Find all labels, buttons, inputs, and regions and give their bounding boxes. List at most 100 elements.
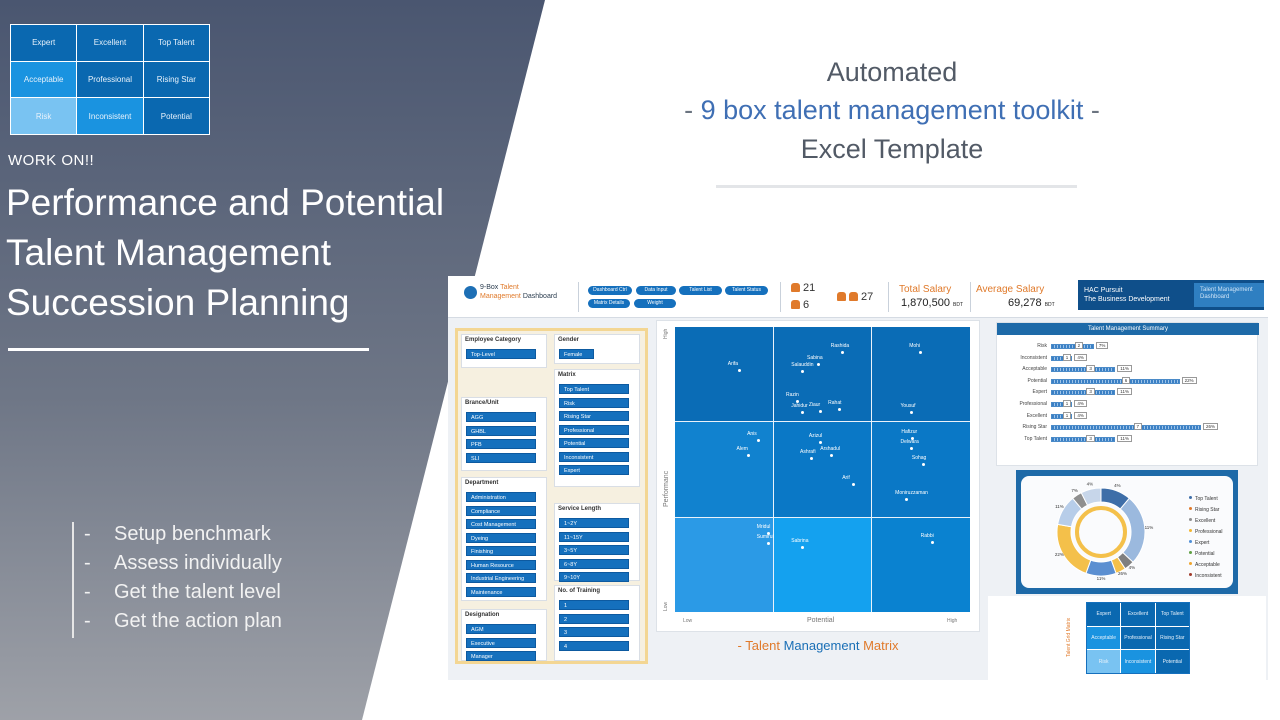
slicer-item[interactable]: Expert — [559, 465, 629, 475]
slicer-item[interactable]: Cost Management — [466, 519, 536, 529]
employee-label[interactable]: Moniruzzaman — [895, 490, 928, 497]
slicer-item[interactable]: 3 — [559, 627, 629, 637]
employee-label[interactable]: Delwara — [900, 439, 919, 446]
slicer-item[interactable]: Administration — [466, 492, 536, 502]
talent-status-button[interactable]: Talent Status — [725, 286, 768, 295]
legend-item: Professional — [1189, 527, 1223, 538]
employee-point[interactable] — [766, 532, 770, 536]
employee-point[interactable] — [921, 462, 925, 466]
slicer-item[interactable]: 4 — [559, 640, 629, 651]
donut-svg: 4%11%4%26%11%22%11%7%4% — [1055, 481, 1153, 581]
employee-point[interactable] — [810, 457, 814, 461]
slicer-item[interactable]: 9~10Y — [559, 572, 629, 582]
employee-point[interactable] — [930, 540, 934, 544]
employee-label[interactable]: Ashrafi — [800, 449, 816, 456]
employee-point[interactable] — [801, 369, 805, 373]
employee-point[interactable] — [818, 409, 822, 413]
slicer-item[interactable]: 1 — [559, 600, 629, 610]
slicer-item[interactable]: Executive — [466, 637, 536, 648]
dashboard-header: 9-Box Talent Management Dashboard Dashbo… — [448, 276, 1268, 318]
talent-list-button[interactable]: Talent List — [679, 286, 722, 295]
employee-label[interactable]: Arifa — [727, 360, 739, 367]
slicer-item[interactable]: AGG — [466, 412, 536, 422]
employee-label[interactable]: Hafizur — [901, 429, 918, 436]
slicer-item[interactable]: Rising Star — [559, 411, 629, 421]
employee-label[interactable]: Razin — [785, 392, 799, 399]
slicer-item[interactable]: PFB — [466, 439, 536, 449]
donut-inner-ring — [1075, 506, 1127, 558]
slicer-item[interactable]: Compliance — [466, 505, 536, 516]
summary-percent: 4% — [1074, 411, 1087, 419]
employee-point[interactable] — [852, 482, 856, 486]
employee-point[interactable] — [801, 411, 805, 415]
employee-point[interactable] — [737, 368, 741, 372]
employee-label[interactable]: Sumirul — [756, 533, 774, 540]
employee-label[interactable]: Salauddin — [791, 361, 814, 368]
data-input-button[interactable]: Data Input — [636, 286, 676, 295]
employee-label[interactable]: Yousuf — [900, 403, 916, 410]
slicer-item[interactable]: GHBL — [466, 425, 536, 436]
slicer-item[interactable]: 11~15Y — [559, 531, 629, 542]
employee-label[interactable]: Anis — [747, 430, 757, 437]
employee-point[interactable] — [801, 546, 805, 550]
slicer-item[interactable]: 1~2Y — [559, 518, 629, 528]
employee-point[interactable] — [840, 351, 844, 355]
total-salary-label: Total Salary — [899, 284, 952, 295]
grid-cell: Excellent — [1121, 603, 1155, 626]
employee-point[interactable] — [911, 437, 915, 441]
slicer-item[interactable]: 6~8Y — [559, 558, 629, 569]
employee-label[interactable]: Ziaur — [808, 401, 821, 408]
employee-label[interactable]: Arif — [842, 474, 850, 481]
donut-label: 4% — [1087, 481, 1094, 486]
employee-label[interactable]: Sabrina — [791, 538, 809, 545]
matrix-details-button[interactable]: Matrix Details — [588, 299, 630, 308]
employee-label[interactable]: Sohag — [911, 454, 927, 461]
employee-label[interactable]: Mohi — [909, 343, 921, 350]
employee-point[interactable] — [817, 363, 821, 366]
grid-cell: Potential — [143, 98, 209, 134]
slicer-item[interactable]: 3~5Y — [559, 545, 629, 555]
slicer-item[interactable]: Manager — [466, 651, 536, 661]
employee-point[interactable] — [910, 411, 914, 415]
summary-bar — [1051, 355, 1073, 361]
slicer-item[interactable]: Maintenance — [466, 586, 536, 597]
slicer-item[interactable]: Industrial Engineering — [466, 573, 536, 583]
employee-point[interactable] — [766, 541, 770, 545]
slicer-item[interactable]: Inconsistent — [559, 451, 629, 462]
slicer-item[interactable]: Potential — [559, 438, 629, 448]
employee-label[interactable]: Sabina — [807, 355, 823, 361]
employee-point[interactable] — [818, 440, 822, 444]
employee-point[interactable] — [830, 454, 834, 458]
slicer-item[interactable]: Human Resource — [466, 559, 536, 570]
slicer-item[interactable]: AGM — [466, 624, 536, 634]
slicer-item[interactable]: 2 — [559, 613, 629, 624]
employee-point[interactable] — [757, 438, 761, 442]
employee-label[interactable]: Azizul — [808, 432, 823, 439]
employee-point[interactable] — [795, 400, 799, 404]
employee-label[interactable]: Alem — [736, 446, 748, 453]
employee-point[interactable] — [746, 454, 750, 458]
employee-point[interactable] — [910, 447, 914, 451]
slicer-item[interactable]: Female — [559, 349, 594, 359]
legend-item: Inconsistent — [1189, 571, 1223, 582]
slicer-item[interactable]: Top Talent — [559, 384, 629, 394]
employee-point[interactable] — [905, 498, 909, 502]
step-text: Assess individually — [114, 552, 282, 574]
employee-point[interactable] — [919, 351, 923, 355]
slicer-item[interactable]: Finishing — [466, 546, 536, 556]
dashboard-ctrl-button[interactable]: Dashboard Ctrl — [588, 286, 632, 295]
employee-label[interactable]: Rashida — [830, 343, 850, 350]
employee-point[interactable] — [838, 408, 842, 411]
employee-label[interactable]: Jahidur — [791, 403, 808, 410]
employee-label[interactable]: Mridul — [756, 524, 771, 531]
slicer-item[interactable]: Top-Level — [466, 349, 536, 359]
employee-label[interactable]: Rahat — [828, 400, 842, 406]
slicer-item[interactable]: SLI — [466, 452, 536, 463]
slicer-item[interactable]: Professional — [559, 424, 629, 435]
employee-label[interactable]: Arshadul — [820, 446, 840, 453]
employee-label[interactable]: Rabbi — [920, 532, 934, 539]
weight-button[interactable]: Weight — [634, 299, 676, 308]
slicer-item[interactable]: Dyeing — [466, 532, 536, 543]
slicer-item[interactable]: Risk — [559, 397, 629, 408]
